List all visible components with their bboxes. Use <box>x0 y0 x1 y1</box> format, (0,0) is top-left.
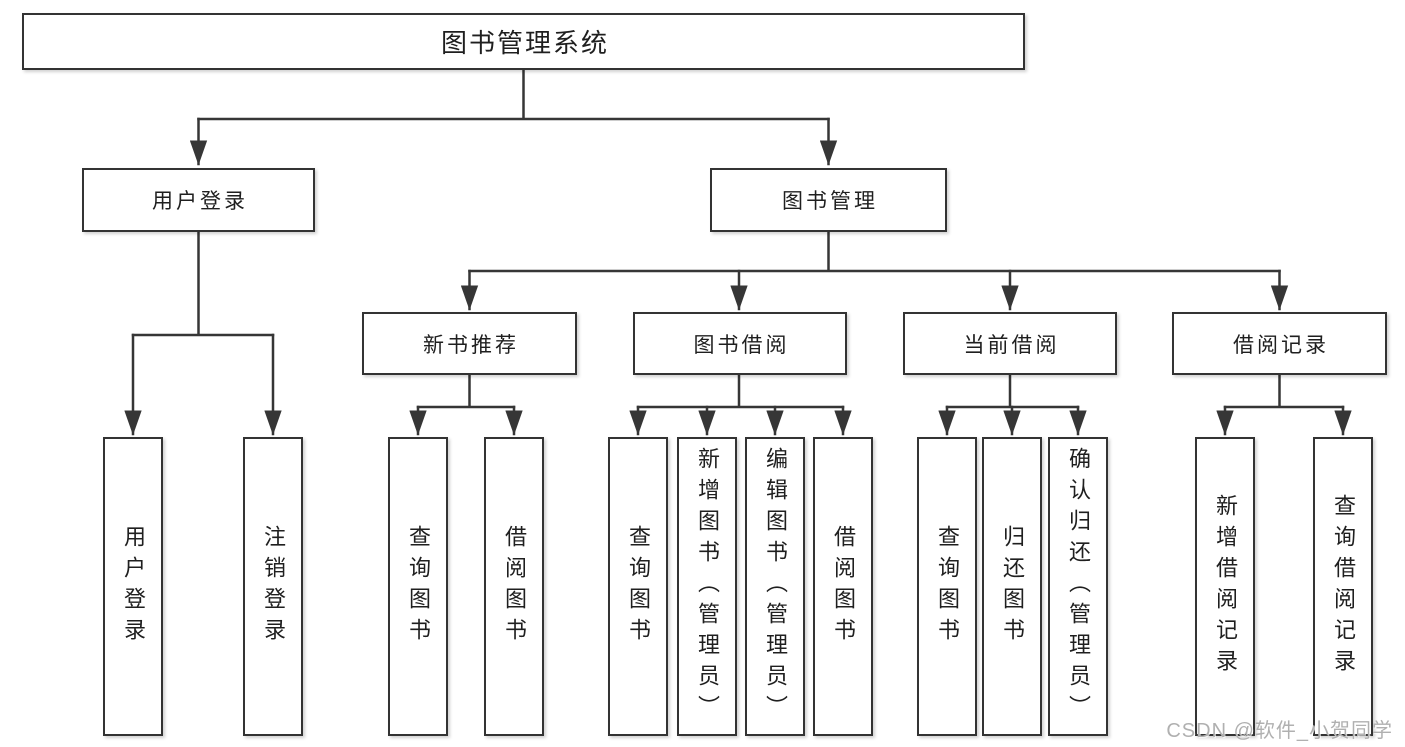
leaf-add-books-admin-label: 新增图书（管理员） <box>695 447 720 726</box>
node-borrowing-records: 借阅记录 <box>1172 312 1387 375</box>
node-new-book-recommend-label: 新书推荐 <box>423 333 519 357</box>
node-current-borrowing-label: 当前借阅 <box>963 333 1060 357</box>
leaf-edit-books-admin-label: 编辑图书（管理员） <box>763 447 788 726</box>
leaf-query-books-current: 查询图书 <box>917 437 977 736</box>
node-book-borrowing: 图书借阅 <box>633 312 847 375</box>
leaf-user-login: 用户登录 <box>103 437 163 736</box>
leaf-add-books-admin: 新增图书（管理员） <box>677 437 737 736</box>
leaf-confirm-return-admin: 确认归还（管理员） <box>1048 437 1108 736</box>
leaf-query-books-recommend-label: 查询图书 <box>406 524 431 649</box>
leaf-return-books-label: 归还图书 <box>1000 524 1025 649</box>
leaf-borrow-books-recommend: 借阅图书 <box>484 437 544 736</box>
leaf-query-borrow-record: 查询借阅记录 <box>1313 437 1373 736</box>
node-book-management: 图书管理 <box>710 168 947 232</box>
node-user-login: 用户登录 <box>82 168 315 232</box>
leaf-logout-label: 注销登录 <box>261 524 286 649</box>
leaf-user-login-label: 用户登录 <box>121 524 146 649</box>
leaf-query-books-current-label: 查询图书 <box>935 524 960 649</box>
node-root-label: 图书管理系统 <box>440 28 609 58</box>
node-user-login-label: 用户登录 <box>152 190 248 213</box>
leaf-query-books-recommend: 查询图书 <box>388 437 448 736</box>
node-new-book-recommend: 新书推荐 <box>362 312 577 375</box>
leaf-return-books: 归还图书 <box>982 437 1042 736</box>
node-book-borrowing-label: 图书借阅 <box>693 333 790 357</box>
node-current-borrowing: 当前借阅 <box>903 312 1117 375</box>
leaf-confirm-return-admin-label: 确认归还（管理员） <box>1066 447 1091 726</box>
leaf-borrow-books-borrowing-label: 借阅图书 <box>831 524 856 649</box>
leaf-query-borrow-record-label: 查询借阅记录 <box>1331 493 1356 680</box>
leaf-add-borrow-record: 新增借阅记录 <box>1195 437 1255 736</box>
leaf-borrow-books-borrowing: 借阅图书 <box>813 437 873 736</box>
leaf-logout: 注销登录 <box>243 437 303 736</box>
leaf-query-books-borrowing: 查询图书 <box>608 437 668 736</box>
node-root: 图书管理系统 <box>22 13 1025 70</box>
csdn-watermark: CSDN @软件_小贺同学 <box>1166 720 1393 742</box>
leaf-add-borrow-record-label: 新增借阅记录 <box>1213 493 1238 680</box>
leaf-query-books-borrowing-label: 查询图书 <box>626 524 651 649</box>
leaf-borrow-books-recommend-label: 借阅图书 <box>502 524 527 649</box>
connector-rails <box>131 68 1345 409</box>
node-book-management-label: 图书管理 <box>782 190 878 213</box>
node-borrowing-records-label: 借阅记录 <box>1233 333 1329 357</box>
leaf-edit-books-admin: 编辑图书（管理员） <box>745 437 805 736</box>
